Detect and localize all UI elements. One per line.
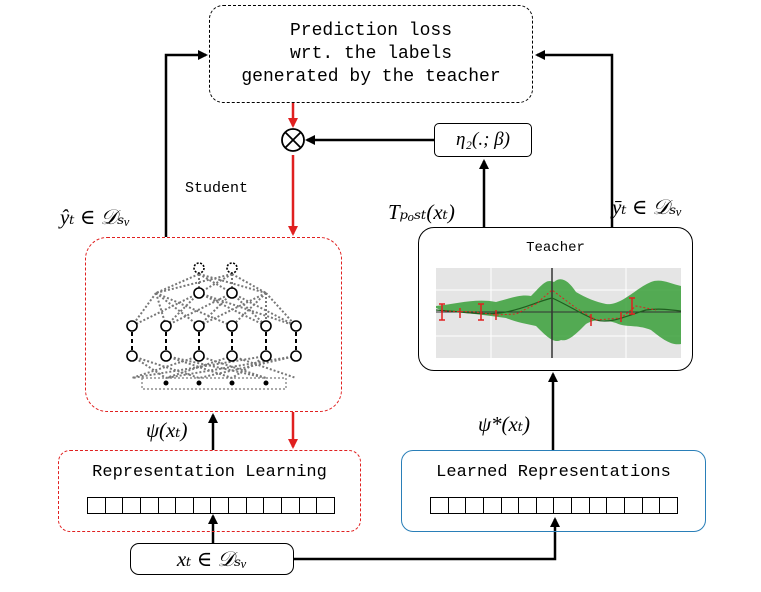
teacher-output-label: ȳₜ ∈ 𝒟ₛᵥ [612,195,683,219]
loss-line-3: generated by the teacher [241,66,501,87]
loss-line-1: Prediction loss [289,20,453,41]
input-to-learned-arrow [294,517,560,561]
teacher-box: Teacher [418,227,693,371]
multiply-node [281,128,305,152]
eta-weighting-box: η₂(.; β) [434,123,532,157]
representation-vector [87,497,335,514]
learned-rep-title: Learned Representations [436,463,671,482]
student-network-box [85,237,342,412]
loss-line-2: wrt. the labels [289,43,453,64]
input-label: xₜ ∈ 𝒟ₛᵥ [176,546,248,571]
rep-learning-title: Representation Learning [92,463,327,482]
prediction-loss-box: Prediction loss wrt. the labels generate… [209,5,533,103]
teacher-label: Teacher [526,240,585,256]
learned-vector [430,497,678,514]
psi-label: ψ(xₜ) [146,418,188,442]
student-label: Student [185,180,249,197]
input-sample-box: xₜ ∈ 𝒟ₛᵥ [130,543,294,575]
teacher-post-label: Tₚₒₛₜ(xₜ) [388,200,455,224]
learned-representations-box: Learned Representations [401,450,706,532]
gaussian-process-plot [436,268,681,358]
psi-star-label: ψ*(xₜ) [478,412,531,436]
representation-learning-box: Representation Learning [58,450,361,532]
student-to-loss-arrow [164,50,208,237]
eta-label: η₂(.; β) [456,129,510,150]
teacher-to-loss-arrow [535,50,614,227]
student-output-label: ŷₜ ∈ 𝒟ₛᵥ [60,205,131,229]
neural-network-illustration [126,262,302,390]
